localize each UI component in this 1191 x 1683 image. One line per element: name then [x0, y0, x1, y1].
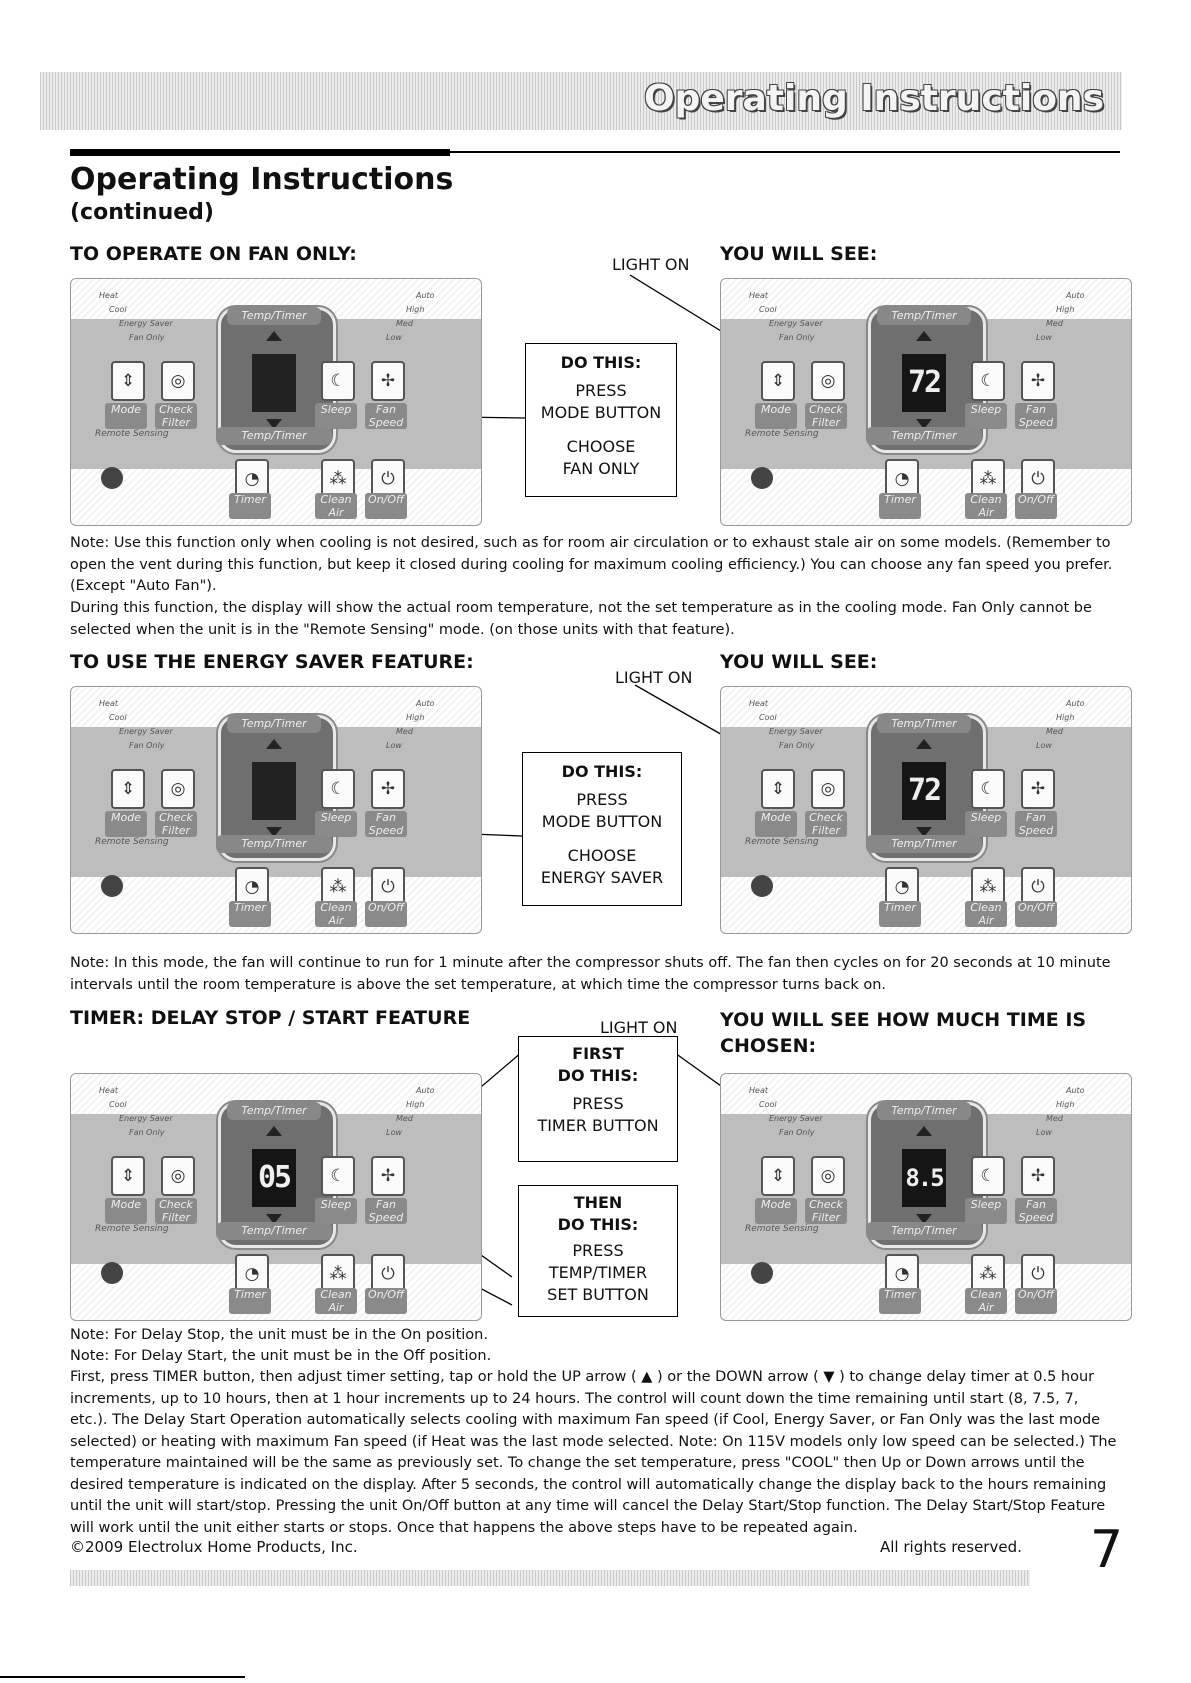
mode-button[interactable]: ⇕ — [111, 769, 145, 809]
sleep-button[interactable]: ☾ — [971, 769, 1005, 809]
timer-button[interactable]: ◔ — [885, 459, 919, 499]
remote-sensing-led — [751, 467, 773, 489]
sleep-button[interactable]: ☾ — [971, 361, 1005, 401]
header-banner: Operating Instructions — [40, 72, 1122, 130]
down-arrow-icon — [266, 1214, 282, 1224]
page-subtitle: (continued) — [70, 200, 214, 225]
on-off-button[interactable]: ⏻ — [371, 459, 405, 499]
section-timer-note-2: Note: For Delay Start, the unit must be … — [70, 1348, 492, 1364]
remote-sensing-led — [101, 875, 123, 897]
fan-speed-button[interactable]: ✢ — [371, 361, 405, 401]
footer-bar — [70, 1570, 1030, 1586]
up-arrow-icon — [266, 739, 282, 749]
section-fan-only-note-2: During this function, the display will s… — [70, 600, 1092, 638]
footer-rights: All rights reserved. — [880, 1538, 1022, 1556]
check-filter-button[interactable]: ◎ — [161, 1156, 195, 1196]
page-number: 7 — [1090, 1520, 1124, 1580]
section-fan-only-instruction-box: DO THIS: PRESS MODE BUTTON CHOOSE FAN ON… — [525, 343, 677, 497]
clean-air-button[interactable]: ⁂ — [321, 459, 355, 499]
section-timer-you-will-see: YOU WILL SEE HOW MUCH TIME IS CHOSEN: — [720, 1009, 1087, 1057]
mode-button[interactable]: ⇕ — [761, 1156, 795, 1196]
timer-button[interactable]: ◔ — [885, 867, 919, 907]
timer-button[interactable]: ◔ — [885, 1254, 919, 1294]
timer-display: 8.5 — [902, 1149, 946, 1207]
temperature-display: 72 — [902, 354, 946, 412]
control-panel-before-energy-saver: Heat Cool Energy Saver Fan Only Auto Hig… — [70, 686, 482, 934]
down-arrow-icon — [916, 827, 932, 837]
blank-display — [252, 762, 296, 820]
fan-speed-button[interactable]: ✢ — [371, 1156, 405, 1196]
on-off-button[interactable]: ⏻ — [371, 1254, 405, 1294]
down-arrow-icon — [916, 419, 932, 429]
section-fan-only-light-on: LIGHT ON — [612, 255, 690, 274]
timer-display: 05 — [252, 1149, 296, 1207]
section-timer-title: TIMER: DELAY STOP / START FEATURE — [70, 1007, 471, 1029]
mode-button[interactable]: ⇕ — [111, 361, 145, 401]
check-filter-button[interactable]: ◎ — [161, 361, 195, 401]
clean-air-button[interactable]: ⁂ — [971, 867, 1005, 907]
control-panel-after-fan-only: Heat Cool Energy Saver Fan Only Auto Hig… — [720, 278, 1132, 526]
section-timer-body: First, press TIMER button, then adjust t… — [70, 1369, 1117, 1536]
sleep-button[interactable]: ☾ — [321, 769, 355, 809]
blank-display — [252, 354, 296, 412]
clean-air-button[interactable]: ⁂ — [971, 459, 1005, 499]
section-fan-only-you-will-see: YOU WILL SEE: — [720, 243, 878, 265]
up-arrow-icon — [266, 331, 282, 341]
remote-sensing-led — [101, 1262, 123, 1284]
section-timer-first-box: FIRST DO THIS: PRESS TIMER BUTTON — [518, 1036, 678, 1162]
sleep-button[interactable]: ☾ — [971, 1156, 1005, 1196]
section-energy-saver-title: TO USE THE ENERGY SAVER FEATURE: — [70, 651, 474, 673]
fan-speed-button[interactable]: ✢ — [371, 769, 405, 809]
mode-button[interactable]: ⇕ — [761, 361, 795, 401]
down-arrow-icon — [266, 827, 282, 837]
section-fan-only-title: TO OPERATE ON FAN ONLY: — [70, 243, 357, 265]
remote-sensing-led — [751, 875, 773, 897]
control-panel-after-energy-saver: Heat Cool Energy Saver Fan Only Auto Hig… — [720, 686, 1132, 934]
banner-title: Operating Instructions — [643, 78, 1104, 119]
section-energy-saver-light-on: LIGHT ON — [615, 668, 693, 687]
fan-speed-button[interactable]: ✢ — [1021, 1156, 1055, 1196]
page-title: Operating Instructions — [70, 162, 454, 197]
clean-air-button[interactable]: ⁂ — [321, 867, 355, 907]
section-timer-light-on: LIGHT ON — [600, 1018, 678, 1037]
remote-sensing-led — [751, 1262, 773, 1284]
up-arrow-icon — [266, 1126, 282, 1136]
down-arrow-icon — [266, 419, 282, 429]
check-filter-button[interactable]: ◎ — [811, 769, 845, 809]
heading-rule-thin — [450, 151, 1120, 153]
control-panel-before-fan-only: Heat Cool Energy Saver Fan Only Auto Hig… — [70, 278, 482, 526]
section-energy-saver-you-will-see: YOU WILL SEE: — [720, 651, 878, 673]
control-panel-before-timer: Heat Cool Energy Saver Fan Only Auto Hig… — [70, 1073, 482, 1321]
control-panel-after-timer: Heat Cool Energy Saver Fan Only Auto Hig… — [720, 1073, 1132, 1321]
section-timer-note-1: Note: For Delay Stop, the unit must be i… — [70, 1327, 488, 1343]
remote-sensing-led — [101, 467, 123, 489]
section-energy-saver-instruction-box: DO THIS: PRESS MODE BUTTON CHOOSE ENERGY… — [522, 752, 682, 906]
up-arrow-icon — [916, 1126, 932, 1136]
on-off-button[interactable]: ⏻ — [1021, 459, 1055, 499]
sleep-button[interactable]: ☾ — [321, 1156, 355, 1196]
footer-copyright: ©2009 Electrolux Home Products, Inc. — [70, 1538, 358, 1556]
section-fan-only-note: Note: Use this function only when coolin… — [70, 535, 1113, 594]
bottom-rule — [0, 1676, 245, 1678]
down-arrow-icon — [916, 1214, 932, 1224]
mode-button[interactable]: ⇕ — [111, 1156, 145, 1196]
up-arrow-icon — [916, 739, 932, 749]
heading-rule-thick — [70, 149, 450, 156]
fan-speed-button[interactable]: ✢ — [1021, 361, 1055, 401]
up-arrow-icon — [916, 331, 932, 341]
check-filter-button[interactable]: ◎ — [811, 1156, 845, 1196]
check-filter-button[interactable]: ◎ — [161, 769, 195, 809]
fan-speed-button[interactable]: ✢ — [1021, 769, 1055, 809]
on-off-button[interactable]: ⏻ — [371, 867, 405, 907]
check-filter-button[interactable]: ◎ — [811, 361, 845, 401]
mode-button[interactable]: ⇕ — [761, 769, 795, 809]
section-timer-then-box: THEN DO THIS: PRESS TEMP/TIMER SET BUTTO… — [518, 1185, 678, 1317]
sleep-button[interactable]: ☾ — [321, 361, 355, 401]
temperature-display: 72 — [902, 762, 946, 820]
timer-button[interactable]: ◔ — [235, 867, 269, 907]
section-energy-saver-note: Note: In this mode, the fan will continu… — [70, 955, 1111, 993]
